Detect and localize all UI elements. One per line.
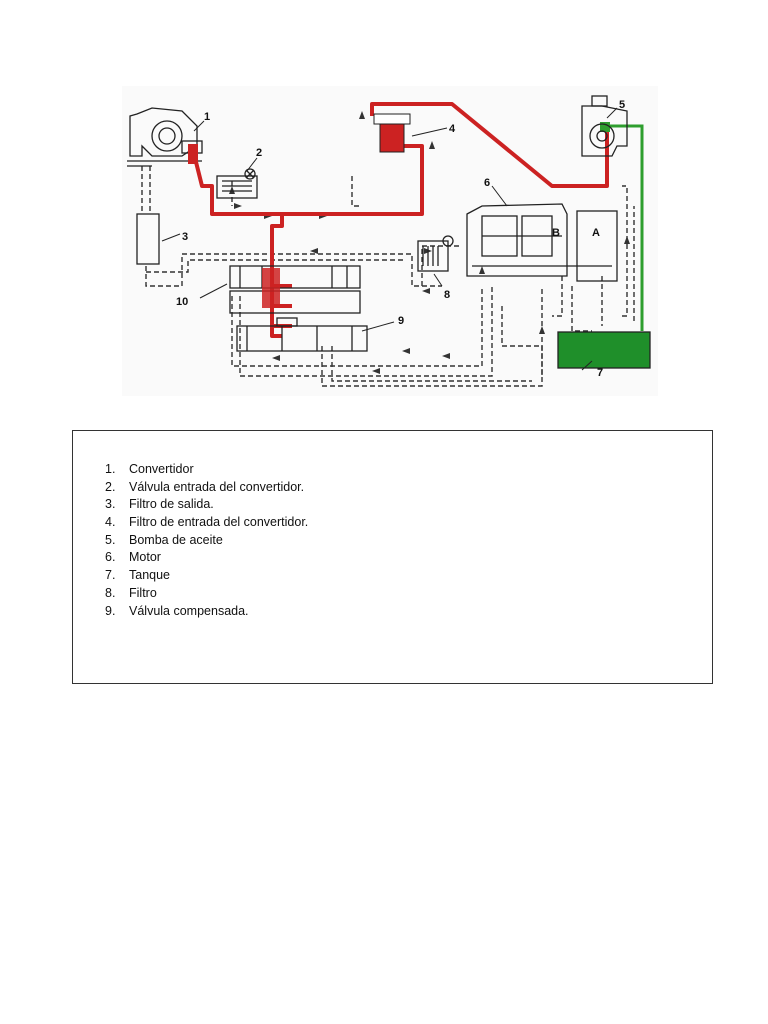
legend-item-label: Bomba de aceite <box>129 532 223 547</box>
callout-8: 8 <box>444 289 450 301</box>
legend-item-label: Motor <box>129 550 161 565</box>
hydraulic-circuit-diagram: 1 2 3 4 5 6 7 8 9 10 A B <box>122 86 658 396</box>
callout-6: 6 <box>484 177 490 189</box>
legend-item: 3.Filtro de salida. <box>105 497 214 512</box>
legend-item: 2.Válvula entrada del convertidor. <box>105 479 305 494</box>
legend-item-label: Tanque <box>129 568 171 583</box>
legend-item-label: Filtro de entrada del convertidor. <box>129 515 309 530</box>
legend-item-label: Válvula entrada del convertidor. <box>129 479 305 494</box>
callout-3: 3 <box>182 231 188 243</box>
legend-item: 6.Motor <box>105 550 161 565</box>
legend-item-label: Convertidor <box>129 462 194 476</box>
legend-item: 7.Tanque <box>105 568 171 583</box>
legend-item-label: Filtro <box>129 585 157 600</box>
legend-list: 1.Convertidor 2.Válvula entrada del conv… <box>105 461 308 620</box>
legend-item: 4.Filtro de entrada del convertidor. <box>105 515 309 530</box>
legend-item: 5.Bomba de aceite <box>105 532 223 547</box>
callout-5: 5 <box>619 99 625 111</box>
legend-item: 8.Filtro <box>105 585 157 600</box>
legend-item-label: Válvula compensada. <box>129 603 249 618</box>
callout-9: 9 <box>398 315 404 327</box>
legend-box: 1.Convertidor 2.Válvula entrada del conv… <box>72 430 713 684</box>
legend-item: 1.Convertidor <box>105 462 194 476</box>
callout-10: 10 <box>176 296 188 308</box>
callout-2: 2 <box>256 147 262 159</box>
inner-label-b: B <box>552 227 560 239</box>
legend-item-label: Filtro de salida. <box>129 497 214 512</box>
callout-4: 4 <box>449 123 456 135</box>
legend-item: 9.Válvula compensada. <box>105 603 249 618</box>
callout-1: 1 <box>204 111 210 123</box>
inner-label-a: A <box>592 227 600 239</box>
callout-7: 7 <box>597 367 603 379</box>
